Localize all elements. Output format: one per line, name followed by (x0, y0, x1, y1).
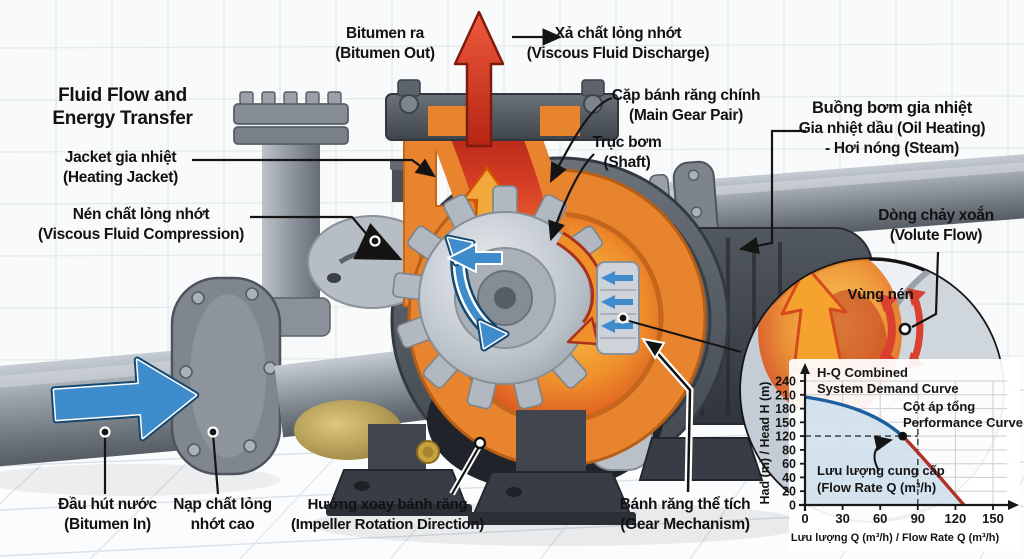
label-viscous-compression: Nén chất lỏng nhớt(Viscous Fluid Compres… (37, 206, 245, 243)
label-bitumen-out: Bitumen ra(Bitumen Out) (335, 25, 435, 62)
volumetric-flow-arrows (601, 271, 633, 333)
operating-point-arrow (873, 435, 893, 472)
operating-point-dot (898, 431, 908, 441)
svg-text:H-Q Combined: H-Q Combined (817, 365, 908, 380)
stud-bolt (392, 166, 405, 202)
hq-chart: 240 210 180 150 120 80 60 40 20 0 0 30 6… (757, 357, 1023, 557)
mesh-inflow-arrow (447, 243, 503, 273)
svg-text:Performance Curve: Performance Curve (903, 415, 1023, 430)
svg-text:60: 60 (873, 511, 887, 526)
chart-axes (799, 363, 1019, 511)
top-flange (385, 79, 619, 141)
svg-text:20: 20 (782, 485, 796, 499)
svg-text:210: 210 (775, 388, 796, 402)
svg-text:120: 120 (775, 430, 796, 444)
diagram-title: Fluid Flow and Energy Transfer (52, 85, 193, 129)
cover-rotation-mark (338, 222, 403, 265)
label-volute-flow: Dòng chảy xoắn(Volute Flow) (878, 207, 994, 244)
svg-text:System Demand Curve: System Demand Curve (817, 381, 959, 396)
label-gear-mechanism: Bánh răng thể tích(Gear Mechanism) (619, 496, 751, 533)
svg-text:150: 150 (775, 416, 796, 430)
label-bitumen-in: Đầu hút nước(Bitumen In) (58, 496, 157, 533)
svg-text:120: 120 (945, 511, 967, 526)
label-heating-chamber: Buồng bơm gia nhiệt Gia nhiệt dầu (Oil H… (798, 99, 986, 157)
leader-dots (99, 235, 912, 450)
leader-lines-cased (103, 337, 694, 496)
svg-text:150: 150 (982, 511, 1004, 526)
flow-supply-label: Lưu lượng cung cấp (Flow Rate Q (m³/h) (817, 463, 945, 495)
svg-text:60: 60 (782, 457, 796, 471)
svg-text:40: 40 (782, 471, 796, 485)
svg-text:Lưu lượng cung cấp: Lưu lượng cung cấp (817, 463, 945, 478)
label-impeller-rotation: Hướng xoay bánh răng(Impeller Rotation D… (291, 496, 484, 533)
leader-lines (192, 28, 940, 328)
label-shaft: Trục bơm(Shaft) (592, 134, 662, 171)
svg-text:0: 0 (789, 499, 796, 513)
bitumen-out-arrow (453, 10, 505, 148)
label-viscous-discharge: Xả chất lỏng nhớt(Viscous Fluid Discharg… (526, 25, 710, 62)
svg-text:(Flow Rate Q (m³/h): (Flow Rate Q (m³/h) (817, 480, 936, 495)
standpipe-bolts (239, 91, 342, 105)
inlet-flow-arrow (50, 356, 200, 442)
y-tick-labels: 240 210 180 150 120 80 60 40 20 0 (775, 375, 796, 513)
performance-curve-label: Cột áp tổng Performance Curve (903, 399, 1023, 430)
svg-text:30: 30 (835, 511, 849, 526)
svg-text:90: 90 (911, 511, 925, 526)
svg-text:240: 240 (775, 375, 796, 389)
x-axis-title: Lưu lượng Q (m³/h) / Flow Rate Q (m³/h) (791, 532, 1000, 544)
x-tick-labels: 0 30 60 90 120 150 (801, 511, 1003, 526)
label-heating-jacket: Jacket gia nhiệt(Heating Jacket) (63, 149, 178, 186)
svg-text:180: 180 (775, 402, 796, 416)
volumetric-strip (596, 261, 640, 355)
y-axis-title: Had (m) / Head H (m) (758, 382, 772, 505)
demand-curve-blue (804, 395, 904, 438)
svg-text:80: 80 (782, 443, 796, 457)
chart-title: H-Q Combined System Demand Curve (817, 365, 959, 396)
label-vung-nen: Vùng nén (847, 286, 914, 303)
svg-text:Cột áp tổng: Cột áp tổng (903, 399, 975, 414)
svg-text:0: 0 (801, 511, 808, 526)
standpipe (233, 91, 349, 337)
performance-curve-red (901, 434, 966, 507)
label-main-gear-pair: Cặp bánh răng chính(Main Gear Pair) (611, 87, 761, 124)
pedestal-feet (326, 410, 764, 525)
